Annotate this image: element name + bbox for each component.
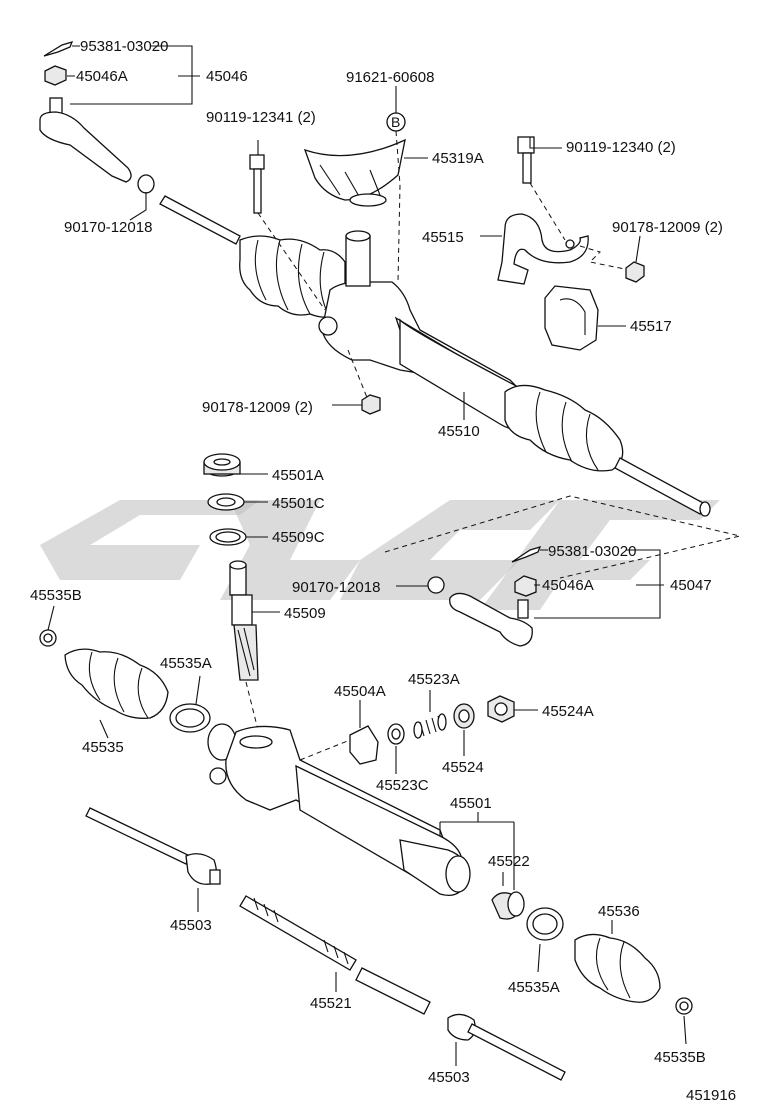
tie-rod-end-top bbox=[39, 97, 155, 194]
dash-outline-right bbox=[384, 495, 741, 579]
label-45319A: 45319A bbox=[432, 150, 484, 167]
label-45515: 45515 bbox=[422, 229, 464, 246]
seal-45501A bbox=[203, 453, 241, 477]
rack-housing-upper bbox=[318, 230, 531, 430]
label-45046: 45046 bbox=[206, 68, 248, 85]
castle-nut-mid bbox=[514, 575, 537, 597]
boot-45536 bbox=[574, 933, 661, 1003]
label-45503-bottom: 45503 bbox=[428, 1069, 470, 1086]
nut-90170-12018-mid bbox=[427, 576, 445, 594]
label-45535A-left: 45535A bbox=[160, 655, 212, 672]
plug-45524 bbox=[453, 703, 475, 729]
clamp-45535A-left bbox=[169, 703, 211, 733]
nut-90178-12009-mid bbox=[361, 394, 381, 415]
seal-45523C bbox=[387, 723, 405, 745]
guide-45504A bbox=[349, 725, 379, 765]
ring-45509C bbox=[209, 528, 247, 546]
label-45501C: 45501C bbox=[272, 495, 325, 512]
label-45504A: 45504A bbox=[334, 683, 386, 700]
label-95381-03020-mid: 95381-03020 bbox=[548, 543, 636, 560]
label-90119-12341: 90119-12341 (2) bbox=[206, 109, 316, 126]
inner-tie-rod-45503-bottom bbox=[447, 1013, 566, 1081]
label-90170-12018-mid: 90170-12018 bbox=[292, 579, 380, 596]
dash-bolt-left bbox=[257, 212, 326, 311]
diagram-number: 451916 bbox=[686, 1087, 736, 1104]
tube-45521 bbox=[355, 967, 431, 1015]
clamp-45535B-left bbox=[39, 629, 57, 647]
label-91621-60608: 91621-60608 bbox=[346, 69, 434, 86]
nut-90178-12009-right bbox=[625, 261, 645, 283]
spring-45523A bbox=[413, 713, 447, 739]
label-45047: 45047 bbox=[670, 577, 712, 594]
dash-b bbox=[395, 130, 401, 283]
label-45522: 45522 bbox=[488, 853, 530, 870]
label-90178-12009-right: 90178-12009 (2) bbox=[612, 219, 723, 236]
label-45517: 45517 bbox=[630, 318, 672, 335]
boot-upper-right bbox=[504, 384, 624, 472]
bushing-45517 bbox=[544, 285, 599, 351]
castle-nut-top bbox=[44, 65, 67, 86]
inner-tie-rod-45503-left bbox=[85, 807, 221, 885]
label-90170-12018-top: 90170-12018 bbox=[64, 219, 152, 236]
leader-lines bbox=[47, 45, 687, 1066]
clamp-45535A-right bbox=[526, 907, 564, 941]
inner-tie-rod-upper-right bbox=[614, 457, 711, 517]
boot-upper-left bbox=[239, 235, 346, 319]
bracket-45319A bbox=[303, 138, 406, 207]
label-45523C: 45523C bbox=[376, 777, 429, 794]
label-45501: 45501 bbox=[450, 795, 492, 812]
boot-45535 bbox=[64, 648, 169, 719]
dash-nut-right bbox=[579, 245, 631, 271]
bolt-90119-12340 bbox=[517, 136, 535, 184]
dash-pinion bbox=[245, 681, 259, 731]
label-45536: 45536 bbox=[598, 903, 640, 920]
label-45509C: 45509C bbox=[272, 529, 325, 546]
bushing-45522 bbox=[491, 891, 525, 920]
label-callout-b: B bbox=[391, 114, 400, 130]
label-45535B-right: 45535B bbox=[654, 1049, 706, 1066]
label-45535A-right: 45535A bbox=[508, 979, 560, 996]
label-45509: 45509 bbox=[284, 605, 326, 622]
label-45524: 45524 bbox=[442, 759, 484, 776]
label-45535B-left: 45535B bbox=[30, 587, 82, 604]
clamp-45535B-right bbox=[675, 997, 693, 1015]
label-45503-left: 45503 bbox=[170, 917, 212, 934]
pinion-45509 bbox=[229, 560, 259, 681]
locknut-45524A bbox=[487, 695, 515, 723]
dash-bolt-right bbox=[529, 182, 566, 241]
washer-45501C bbox=[207, 493, 245, 511]
rack-housing-lower bbox=[207, 723, 471, 897]
label-45535: 45535 bbox=[82, 739, 124, 756]
label-45046A-mid: 45046A bbox=[542, 577, 594, 594]
bolt-90119-12341 bbox=[249, 154, 265, 214]
label-90119-12340: 90119-12340 (2) bbox=[566, 139, 676, 156]
label-45523A: 45523A bbox=[408, 671, 460, 688]
cotter-pin-mid bbox=[511, 545, 542, 563]
watermark-logo bbox=[40, 500, 720, 610]
inner-tie-rod-top bbox=[159, 195, 241, 245]
label-45046A-top: 45046A bbox=[76, 68, 128, 85]
label-95381-03020-top: 95381-03020 bbox=[80, 38, 168, 55]
cotter-pin-top bbox=[43, 40, 74, 57]
dash-guide bbox=[299, 739, 351, 761]
label-45524A: 45524A bbox=[542, 703, 594, 720]
rack-bar-45521 bbox=[239, 895, 357, 971]
label-90178-12009-mid: 90178-12009 (2) bbox=[202, 399, 313, 416]
label-45501A: 45501A bbox=[272, 467, 324, 484]
label-45521: 45521 bbox=[310, 995, 352, 1012]
label-45510: 45510 bbox=[438, 423, 480, 440]
bracket-45515 bbox=[497, 213, 589, 285]
tie-rod-end-mid bbox=[449, 592, 533, 647]
